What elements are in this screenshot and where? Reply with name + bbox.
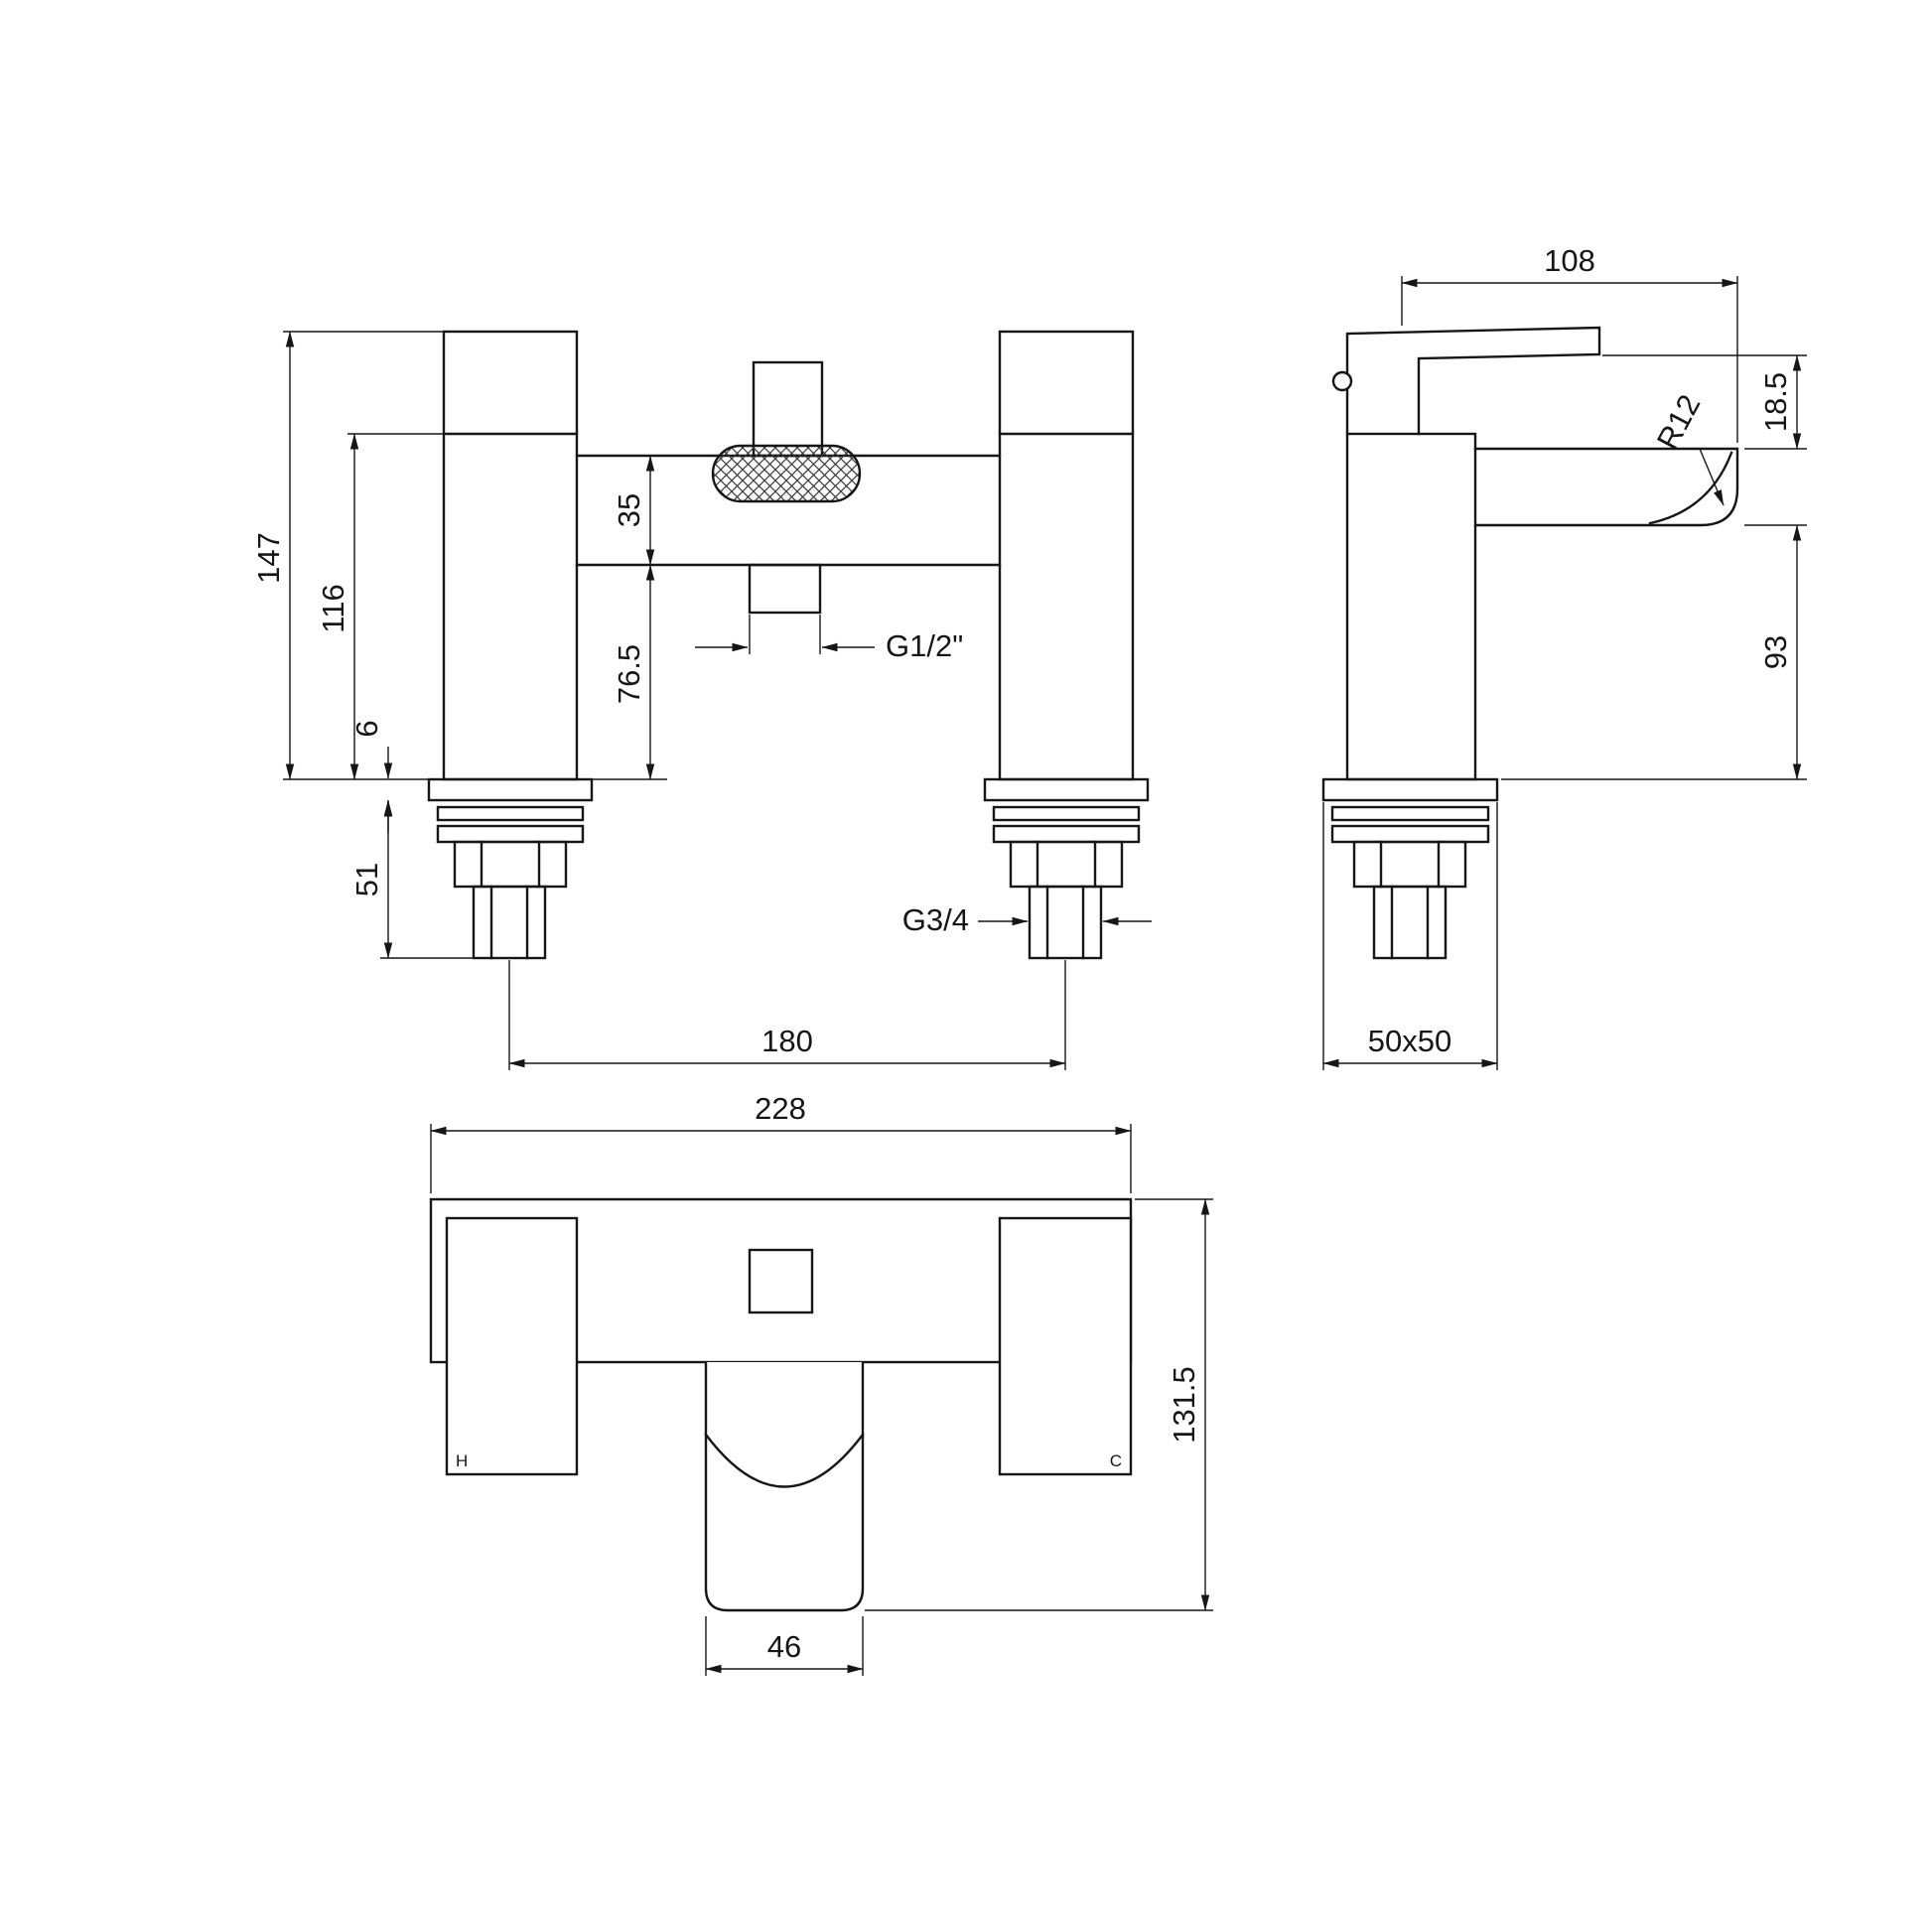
dim-147: 147	[251, 331, 444, 780]
side-spout	[1473, 447, 1739, 527]
thread-g12-label: G1/2"	[886, 628, 963, 663]
dim-50x50: 50x50	[1322, 802, 1498, 1070]
dim-18-5-label: 18.5	[1758, 372, 1793, 432]
plan-left-handle-block	[445, 1216, 579, 1476]
plan-spout-curve	[704, 1433, 865, 1488]
front-dimensions: 147 116 35 76.5 6 51	[251, 331, 1152, 1070]
front-left-mount	[427, 777, 594, 960]
dim-147-label: 147	[251, 532, 286, 584]
dim-g34: G3/4	[902, 902, 1152, 937]
dim-6: 6	[349, 720, 393, 833]
dim-228-label: 228	[755, 1091, 806, 1126]
dim-108: 108	[1401, 243, 1738, 443]
dim-131-5: 131.5	[865, 1198, 1213, 1611]
dim-116-label: 116	[316, 584, 350, 632]
dim-35-label: 35	[612, 493, 646, 527]
dim-93: 93	[1501, 524, 1807, 780]
radius-r12-label: R12	[1650, 389, 1708, 456]
hot-marker-label: H	[456, 1451, 468, 1470]
dim-46-label: 46	[767, 1629, 801, 1664]
front-left-pillar	[442, 330, 579, 781]
front-right-pillar	[998, 330, 1135, 781]
side-dimensions: 108 18.5 R12 93 50x50	[1322, 243, 1807, 1070]
spout-inner-curve	[1648, 451, 1733, 525]
thread-g34-label: G3/4	[902, 902, 969, 937]
dim-76-5-label: 76.5	[612, 644, 646, 704]
dim-93-label: 93	[1758, 635, 1793, 669]
diverter-knob-knurled	[711, 444, 862, 503]
front-right-mount	[983, 777, 1150, 960]
plan-view: H C	[429, 1197, 1133, 1612]
dim-228: 228	[430, 1091, 1132, 1193]
plan-shower-port	[748, 1248, 814, 1314]
dim-76-5: 76.5	[592, 564, 667, 780]
dim-131-5-label: 131.5	[1167, 1366, 1201, 1444]
plan-right-handle-block	[998, 1216, 1133, 1476]
shower-outlet-port	[752, 360, 824, 458]
cold-marker-label: C	[1110, 1451, 1122, 1470]
dim-6-label: 6	[349, 720, 384, 737]
side-mount	[1321, 777, 1499, 960]
side-body	[1345, 432, 1477, 781]
dim-180: 180	[508, 960, 1066, 1070]
dim-g12: G1/2"	[695, 615, 963, 663]
front-lower-port	[748, 563, 822, 615]
dim-51: 51	[349, 799, 474, 959]
plan-dimensions: 228 131.5 46	[430, 1091, 1213, 1676]
dim-35: 35	[612, 455, 655, 566]
dim-46: 46	[705, 1616, 864, 1676]
dim-18-5: 18.5	[1602, 354, 1807, 450]
dim-108-label: 108	[1544, 243, 1595, 278]
dim-51-label: 51	[349, 863, 384, 897]
index-button	[1331, 370, 1353, 392]
side-lever-handle	[1345, 326, 1601, 436]
front-view	[427, 330, 1150, 960]
side-view	[1321, 326, 1739, 960]
dim-180-label: 180	[761, 1024, 813, 1058]
dim-116: 116	[316, 433, 444, 780]
base-size-label: 50x50	[1368, 1024, 1451, 1058]
